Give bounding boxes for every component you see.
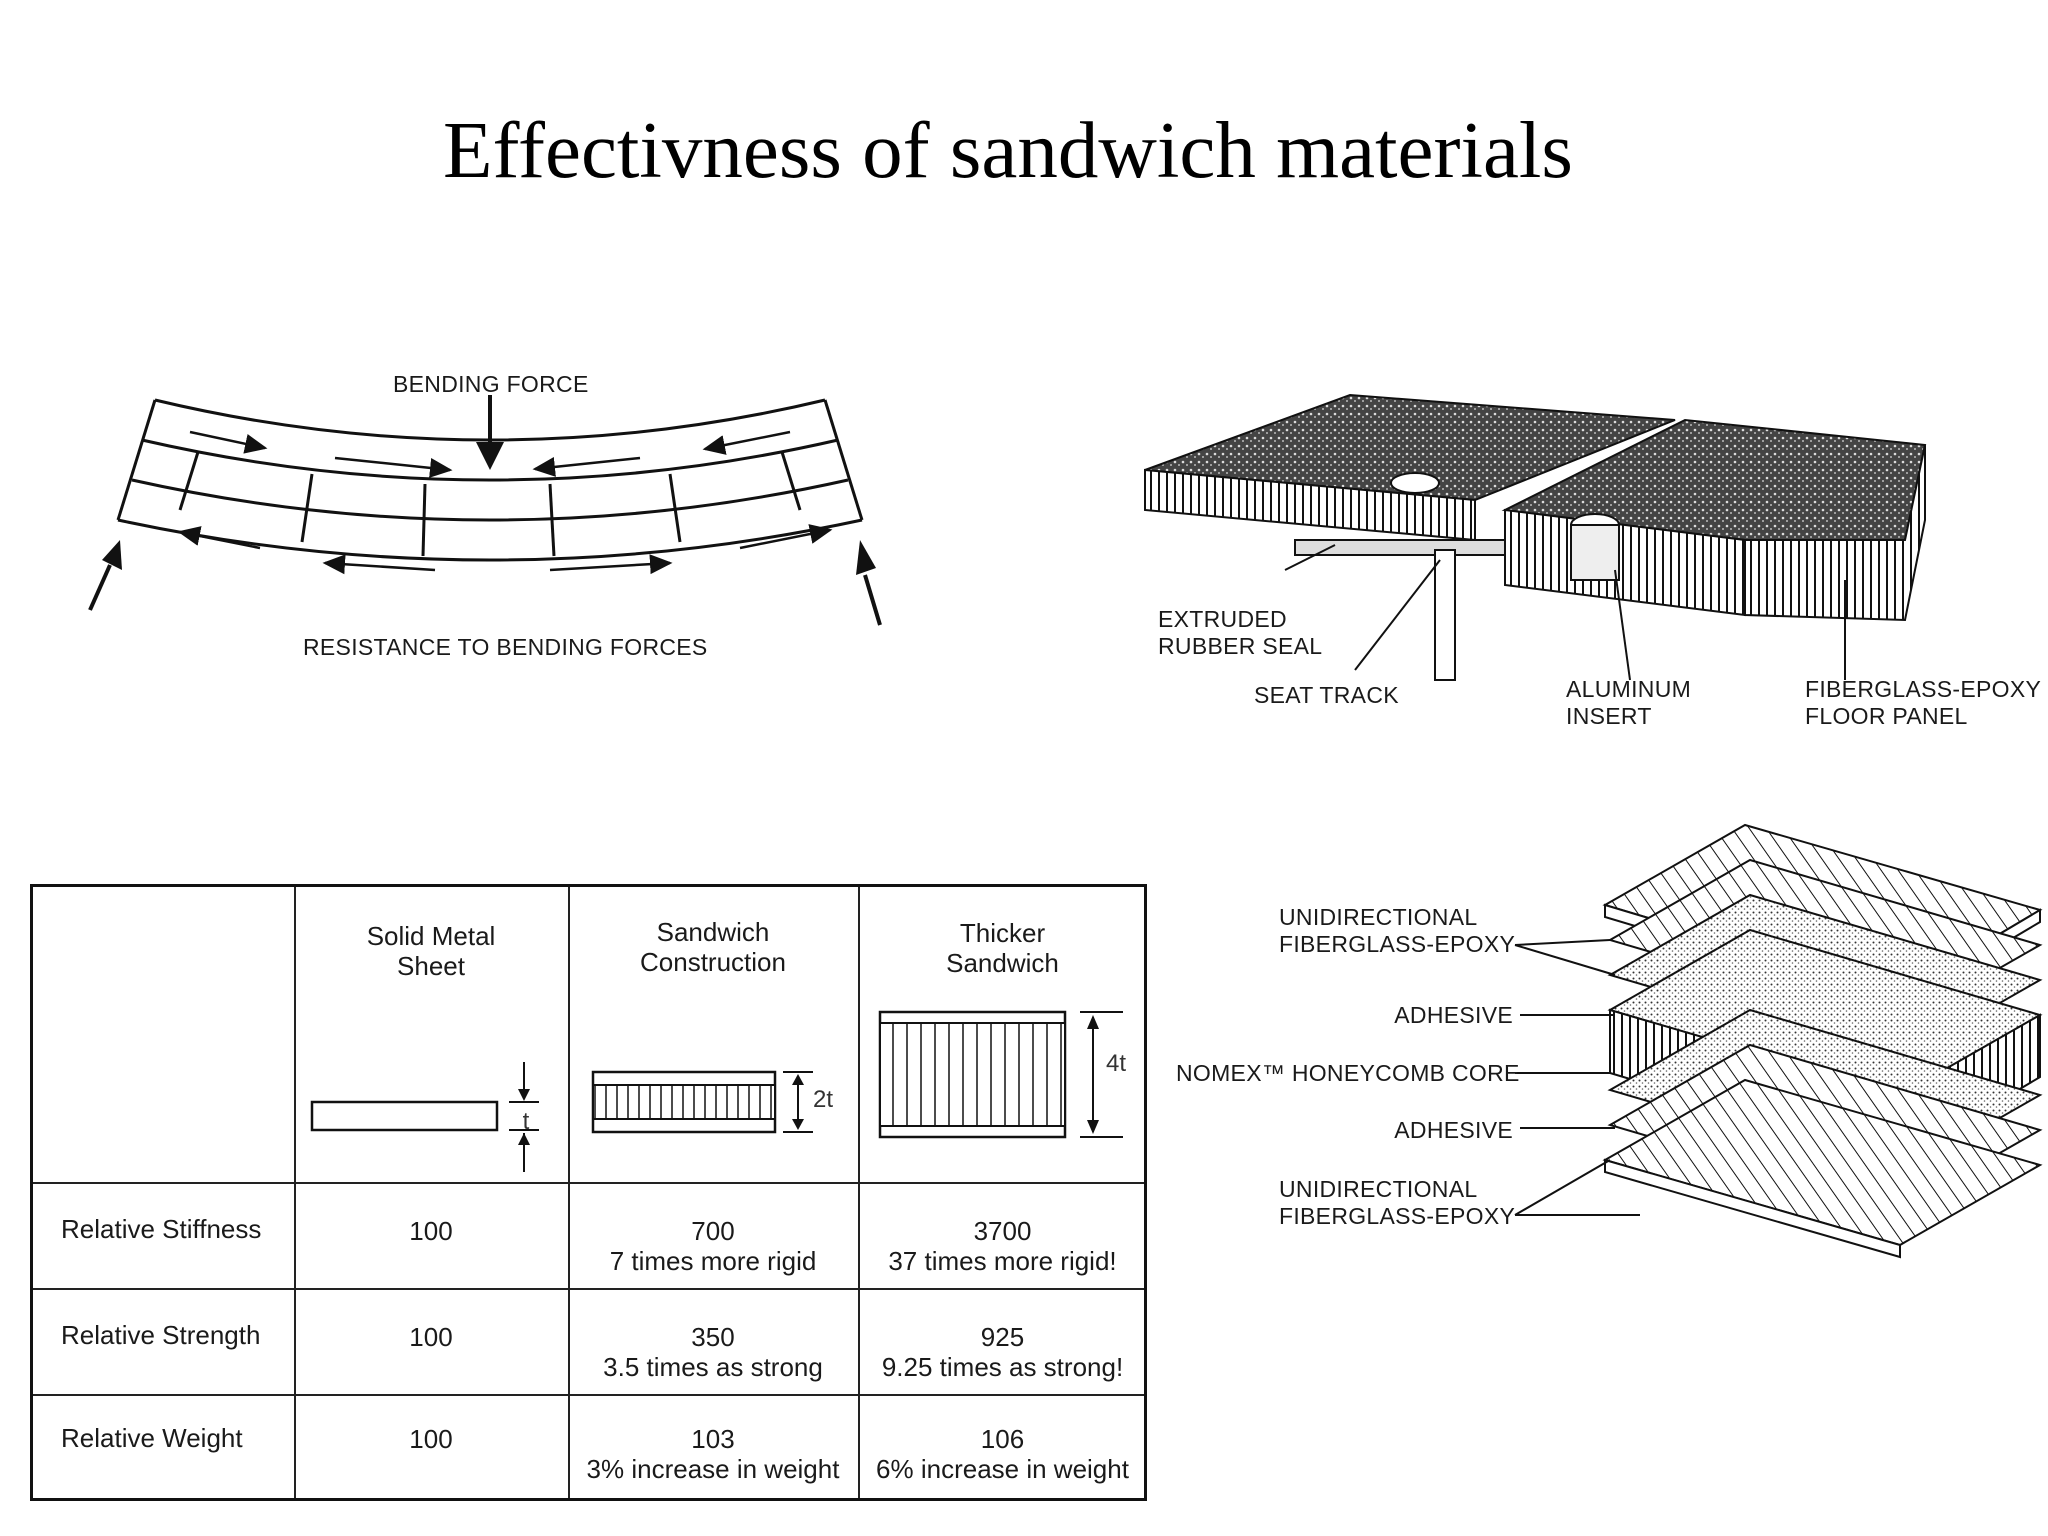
bending-force-label: BENDING FORCE [393, 371, 589, 397]
uni-bottom-line1: UNIDIRECTIONAL [1279, 1176, 1478, 1202]
cell-stiffness-sandwich: 700 7 times more rigid [568, 1216, 858, 1276]
sandwich-sketch [591, 1070, 813, 1134]
dim-2t-label: 2t [812, 1086, 833, 1113]
cell-value: 700 [691, 1216, 735, 1246]
thicker-sandwich-sketch [878, 1010, 1123, 1139]
column-header-line1: Thicker [959, 918, 1046, 948]
resistance-label: RESISTANCE TO BENDING FORCES [303, 634, 708, 660]
cell-stiffness-thicker: 3700 37 times more rigid! [858, 1216, 1147, 1276]
cell-strength-solid: 100 [409, 1322, 453, 1352]
uni-bottom-label: UNIDIRECTIONAL FIBERGLASS-EPOXY [1279, 1176, 1515, 1230]
solid-sheet-sketch [310, 1062, 539, 1172]
fiberglass-floor-line2: FLOOR PANEL [1805, 703, 1968, 729]
floor-panel-diagram [1144, 393, 1927, 681]
cell-value: 350 [691, 1322, 735, 1352]
cell-strength-sandwich: 350 3.5 times as strong [568, 1322, 858, 1382]
seat-track-label: SEAT TRACK [1254, 682, 1399, 708]
column-header-line2: Sandwich [946, 948, 1059, 978]
cell-note: 3% increase in weight [586, 1454, 840, 1484]
cell-value: 103 [691, 1424, 735, 1454]
column-header-line2: Construction [640, 947, 786, 977]
comparison-table: Solid Metal Sheet Sandwich Construction … [30, 884, 1147, 1501]
layer-stack-diagram [1514, 823, 2043, 1259]
aluminum-insert-line1: ALUMINUM [1566, 676, 1692, 702]
fiberglass-floor-line1: FIBERGLASS-EPOXY [1805, 676, 2042, 702]
cell-weight-thicker: 106 6% increase in weight [858, 1424, 1147, 1484]
uni-top-line2: FIBERGLASS-EPOXY [1279, 931, 1516, 957]
fiberglass-floor-label: FIBERGLASS-EPOXY FLOOR PANEL [1805, 676, 2041, 730]
cell-strength-thicker: 925 9.25 times as strong! [858, 1322, 1147, 1382]
row-label-weight: Relative Weight [61, 1423, 243, 1453]
cell-note: 6% increase in weight [876, 1454, 1129, 1484]
row-label-strength: Relative Strength [61, 1320, 261, 1350]
cell-note: 9.25 times as strong! [881, 1352, 1124, 1382]
cell-stiffness-solid: 100 [409, 1216, 453, 1246]
adhesive-top-label: ADHESIVE [1394, 1002, 1513, 1028]
bending-beam-diagram [88, 395, 882, 626]
uni-top-line1: UNIDIRECTIONAL [1279, 904, 1478, 930]
uni-top-label: UNIDIRECTIONAL FIBERGLASS-EPOXY [1279, 904, 1515, 958]
adhesive-bottom-label: ADHESIVE [1394, 1117, 1513, 1143]
dim-4t-label: 4t [1105, 1050, 1126, 1077]
aluminum-insert-label: ALUMINUM INSERT [1566, 676, 1691, 730]
extruded-seal-label: EXTRUDED RUBBER SEAL [1158, 606, 1322, 660]
dim-t-label: t [522, 1108, 530, 1135]
cell-note: 37 times more rigid! [888, 1246, 1117, 1276]
column-header-line2: Sheet [397, 951, 465, 981]
honeycomb-core-label: NOMEX™ HONEYCOMB CORE [1176, 1060, 1520, 1086]
column-header-thicker: Thicker Sandwich [858, 918, 1147, 978]
row-label-stiffness: Relative Stiffness [61, 1214, 262, 1244]
cell-value: 106 [980, 1424, 1025, 1454]
column-header-sandwich: Sandwich Construction [568, 917, 858, 977]
cell-note: 7 times more rigid [609, 1246, 817, 1276]
extruded-seal-line1: EXTRUDED [1158, 606, 1287, 632]
column-header-line1: Sandwich [656, 917, 770, 947]
cell-weight-sandwich: 103 3% increase in weight [568, 1424, 858, 1484]
extruded-seal-line2: RUBBER SEAL [1158, 633, 1323, 659]
uni-bottom-line2: FIBERGLASS-EPOXY [1279, 1203, 1516, 1229]
cell-value: 3700 [973, 1216, 1032, 1246]
aluminum-insert-line2: INSERT [1566, 703, 1652, 729]
column-header-solid: Solid Metal Sheet [294, 921, 568, 981]
column-header-line1: Solid Metal [366, 921, 496, 951]
cell-weight-solid: 100 [409, 1424, 453, 1454]
cell-note: 3.5 times as strong [603, 1352, 823, 1382]
slide-title: Effectivness of sandwich materials [443, 105, 1573, 195]
cell-value: 925 [980, 1322, 1025, 1352]
